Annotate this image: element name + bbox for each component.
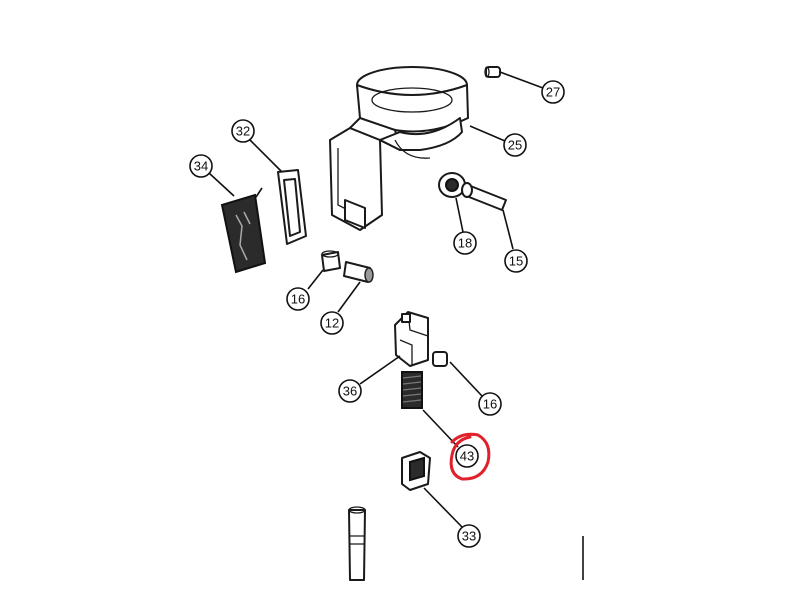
callout-32-label: 32 — [236, 124, 250, 139]
part-25-housing — [329, 66, 469, 231]
part-43-spring — [401, 371, 423, 409]
callout-34: 34 — [189, 154, 213, 178]
part-33-connector — [401, 451, 431, 491]
callout-32: 32 — [231, 119, 255, 143]
callout-43: 43 — [449, 432, 491, 481]
part-36-clip — [394, 311, 429, 367]
part-27-pin — [484, 66, 501, 78]
part-16-sleeve-upper — [321, 250, 341, 272]
callout-43-label: 43 — [460, 449, 474, 464]
callout-18: 18 — [453, 231, 477, 255]
callout-12: 12 — [320, 311, 344, 335]
callout-34-label: 34 — [194, 159, 208, 174]
part-15-shaft — [461, 182, 507, 211]
callout-16-lower-label: 16 — [483, 397, 497, 412]
part-34-pad — [220, 187, 267, 274]
part-16-sleeve-lower — [432, 351, 448, 367]
part-32-gasket — [277, 169, 307, 245]
callout-33: 33 — [457, 524, 481, 548]
callout-33-label: 33 — [462, 529, 476, 544]
callout-15-label: 15 — [509, 254, 523, 269]
cable — [348, 506, 584, 581]
callout-36-label: 36 — [343, 384, 357, 399]
callout-18-label: 18 — [458, 236, 472, 251]
callout-25-label: 25 — [508, 138, 522, 153]
callout-27: 27 — [541, 80, 565, 104]
callout-16-upper: 16 — [286, 287, 310, 311]
leader-lines — [208, 71, 544, 528]
callout-36: 36 — [338, 379, 362, 403]
part-18-bushing — [438, 172, 466, 198]
part-12-bushing — [343, 261, 374, 283]
callout-16-lower: 16 — [478, 392, 502, 416]
callout-16-upper-label: 16 — [291, 292, 305, 307]
highlight-circle — [449, 432, 491, 481]
callout-27-label: 27 — [546, 85, 560, 100]
callout-15: 15 — [504, 249, 528, 273]
callout-12-label: 12 — [325, 316, 339, 331]
callout-25: 25 — [503, 133, 527, 157]
